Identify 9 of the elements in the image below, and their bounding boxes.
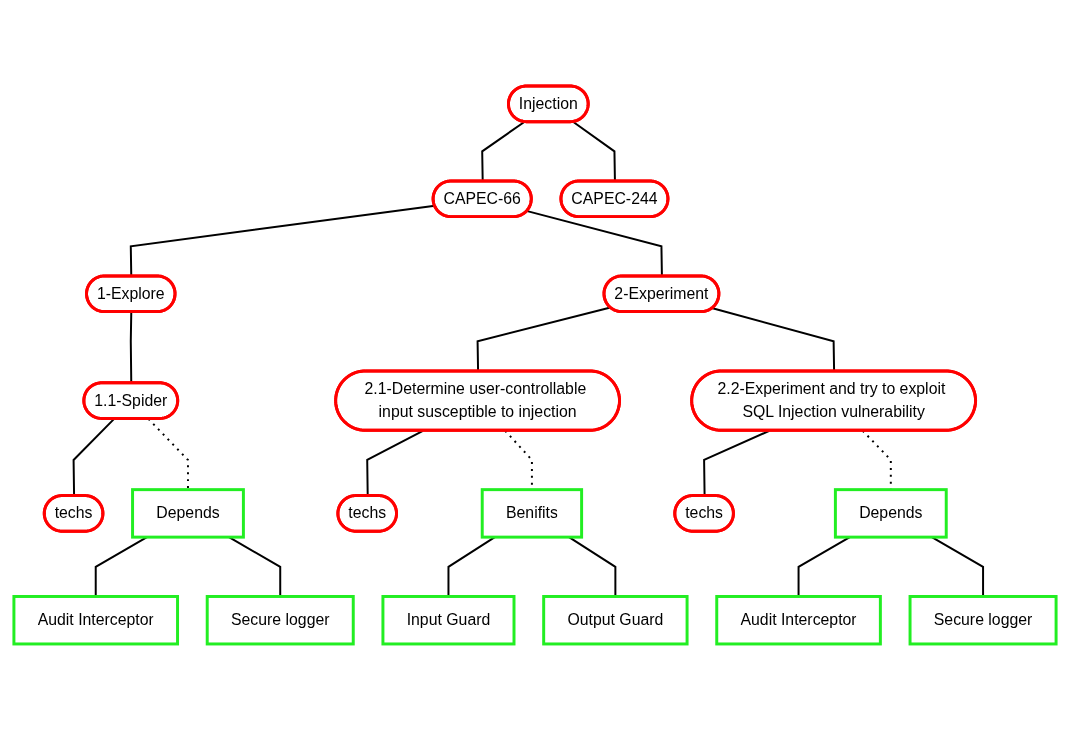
node-box: Input Guard bbox=[381, 595, 516, 646]
node-box: Depends bbox=[833, 488, 948, 539]
node-box: Depends bbox=[131, 488, 245, 539]
node-box: Audit Interceptor bbox=[12, 595, 180, 646]
node-box: Benifits bbox=[480, 488, 584, 539]
node-box: Output Guard bbox=[542, 595, 689, 646]
node-box: Secure logger bbox=[205, 595, 355, 646]
node-box: Audit Interceptor bbox=[715, 595, 882, 646]
node-box: Secure logger bbox=[908, 595, 1058, 646]
